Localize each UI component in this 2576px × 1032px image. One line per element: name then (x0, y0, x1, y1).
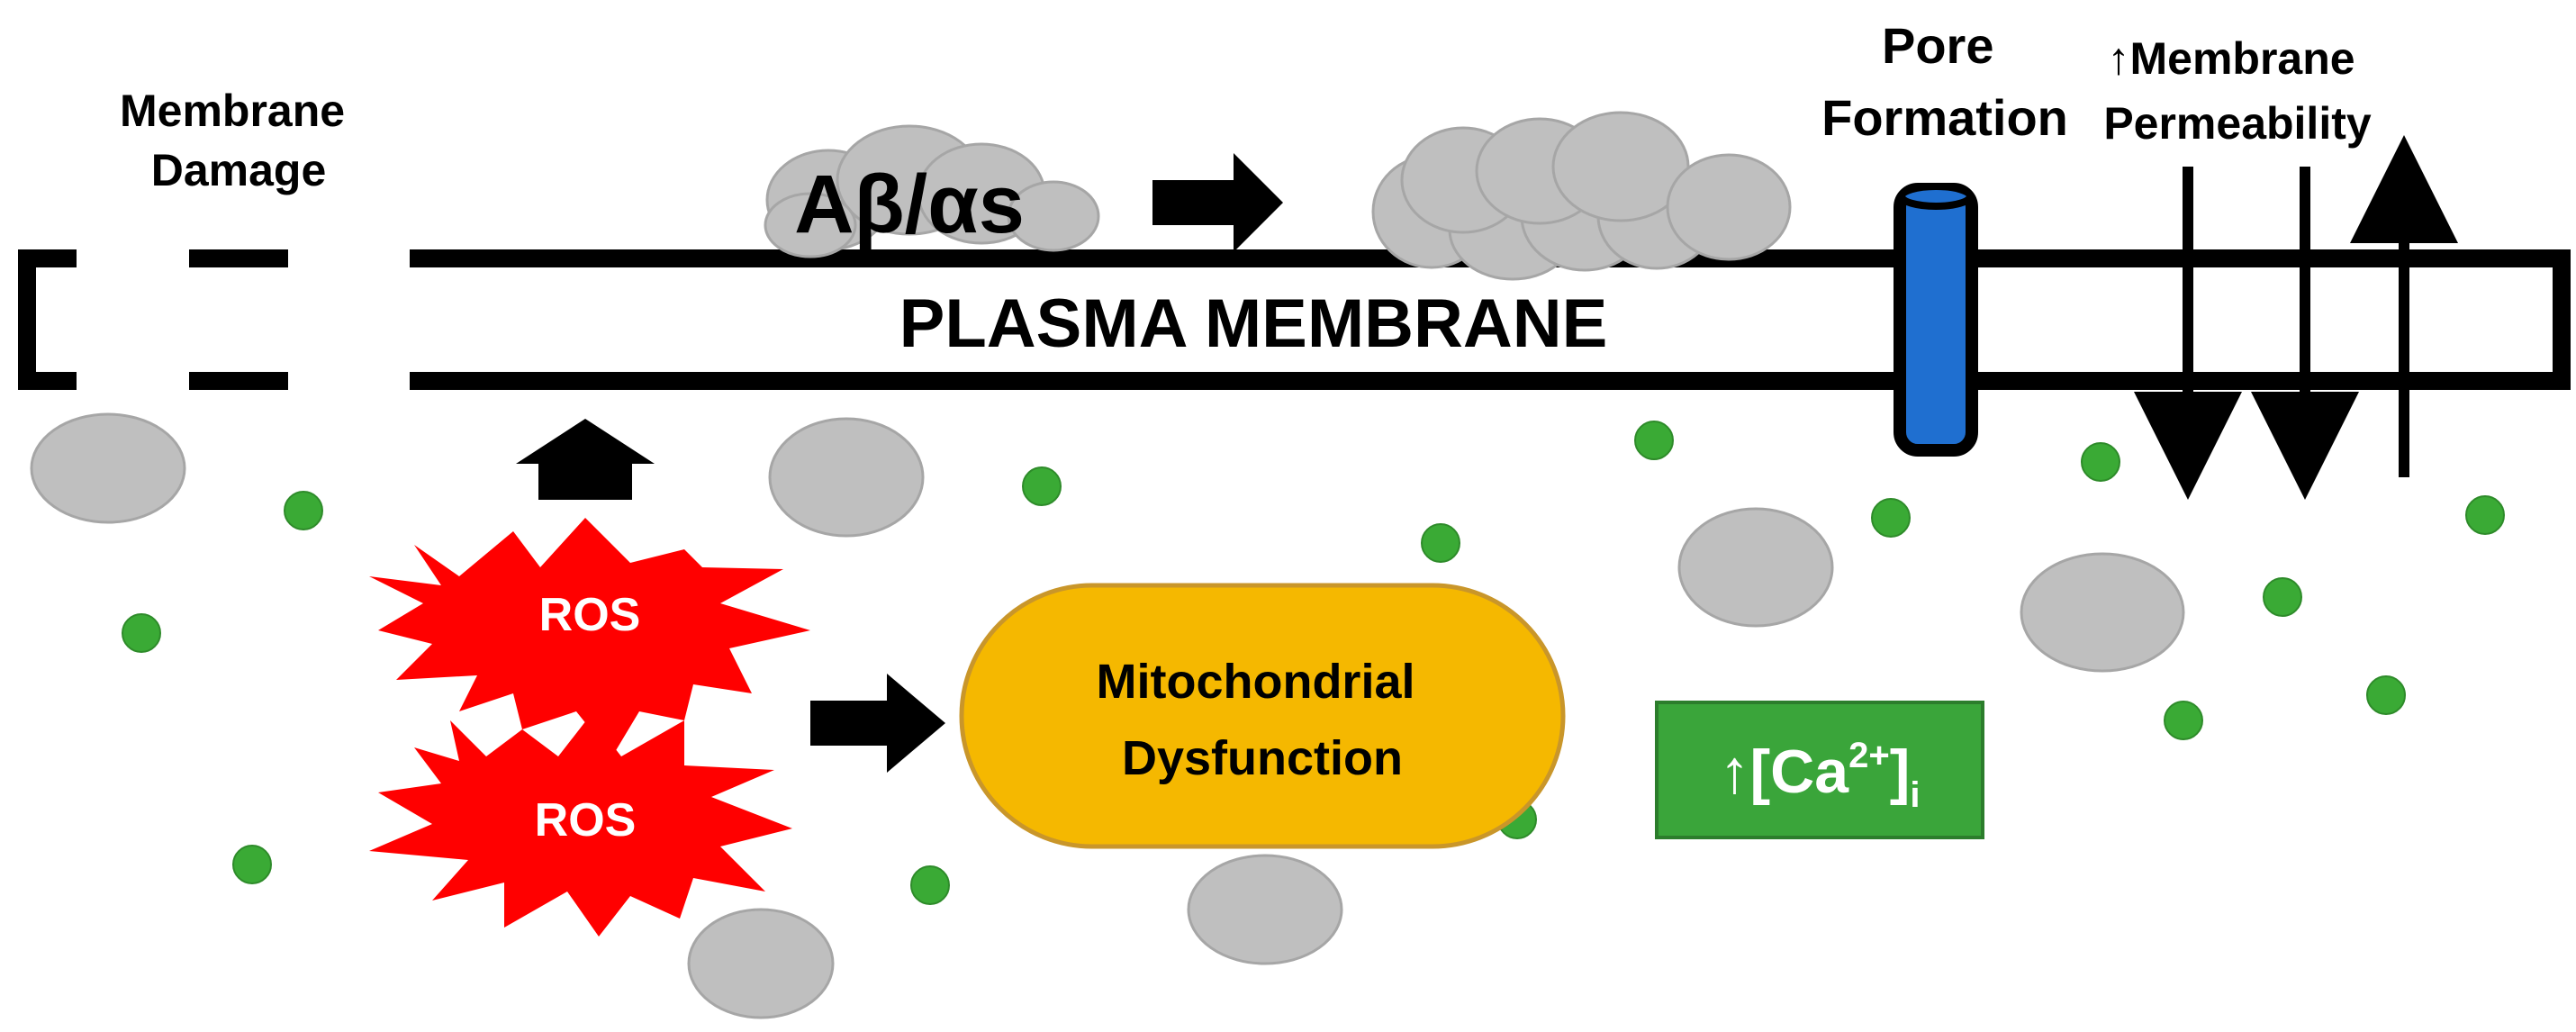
pore-top-rim (1898, 183, 1974, 210)
peptide-blob (1007, 180, 1100, 252)
peptide-blob (764, 192, 857, 258)
cytoplasm-blobs (30, 412, 2185, 1019)
pore-formation-line-1: Pore (1882, 17, 1994, 74)
calcium-box (1655, 701, 1984, 839)
mito-line-1: Mitochondrial (1097, 655, 1415, 709)
aggregate-blob (1666, 153, 1792, 261)
calcium-dot (1871, 498, 1911, 538)
mito-box (959, 583, 1566, 849)
membrane-damage-label: Membrane Damage (120, 86, 357, 195)
ros-burst-1: ROS (369, 518, 810, 756)
ros-label-1: ROS (539, 589, 641, 641)
cytoplasm-blob (768, 417, 925, 538)
calcium-dot (910, 865, 950, 905)
membrane-damage-line-2: Damage (151, 145, 327, 195)
calcium-dot (2164, 701, 2203, 740)
calcium-dot (2366, 675, 2406, 715)
peptide-aggregate (1371, 111, 1792, 281)
membrane-permeability-line-1: ↑Membrane (2108, 33, 2355, 84)
calcium-dot (2263, 577, 2302, 617)
membrane-permeability-label: ↑Membrane Permeability (2103, 33, 2372, 149)
plasma-membrane-label: PLASMA MEMBRANE (899, 285, 1608, 362)
ros-to-membrane-arrow (516, 419, 655, 500)
aggregation-arrow (1152, 153, 1283, 252)
calcium-subscript: i (1910, 775, 1920, 815)
calcium-increase: ↑[Ca2+]i (1655, 701, 1984, 839)
calcium-label: ↑[Ca2+]i (1720, 736, 1921, 815)
cytoplasm-blob (1677, 507, 1834, 628)
calcium-dot (2081, 442, 2120, 482)
mito-line-2: Dysfunction (1122, 731, 1403, 785)
cytoplasm-blob (2020, 552, 2185, 673)
calcium-dot (122, 613, 161, 653)
calcium-close: ] (1890, 738, 1911, 806)
peptide-cluster-small (764, 124, 1100, 258)
calcium-dot (232, 845, 272, 884)
calcium-dot (1634, 421, 1674, 460)
ros-burst-2: ROS (369, 716, 792, 937)
cytoplasm-blob (1187, 854, 1343, 965)
membrane-permeability-line-2: Permeability (2103, 98, 2372, 149)
membrane-damage-line-1: Membrane (120, 86, 345, 136)
permeability-arrows (2134, 135, 2458, 500)
ros-star-shape (369, 716, 792, 937)
cytoplasm-blob (687, 908, 835, 1019)
pore-formation-line-2: Formation (1821, 89, 2068, 146)
ros-to-mito-arrow (810, 674, 945, 773)
mito-label: Mitochondrial Dysfunction (1097, 655, 1429, 785)
calcium-dot (1022, 466, 1062, 506)
pore-channel (1894, 183, 1978, 457)
calcium-dot (284, 491, 323, 530)
calcium-dot (1421, 523, 1460, 563)
calcium-superscript: 2+ (1848, 736, 1890, 775)
calcium-open: [Ca (1750, 738, 1850, 806)
mitochondrial-dysfunction: Mitochondrial Dysfunction (959, 583, 1566, 849)
ros-label-2: ROS (535, 794, 637, 846)
pore-formation-label: Pore Formation (1821, 17, 2068, 146)
calcium-up-arrow: ↑ (1720, 738, 1750, 806)
ros-star-shape (369, 518, 810, 756)
membrane-top-edge (18, 249, 77, 390)
pore (1894, 183, 1978, 457)
cytoplasm-blob (30, 412, 186, 524)
peptide-label: Aβ/αs (794, 158, 1025, 250)
calcium-dot (2465, 495, 2505, 535)
